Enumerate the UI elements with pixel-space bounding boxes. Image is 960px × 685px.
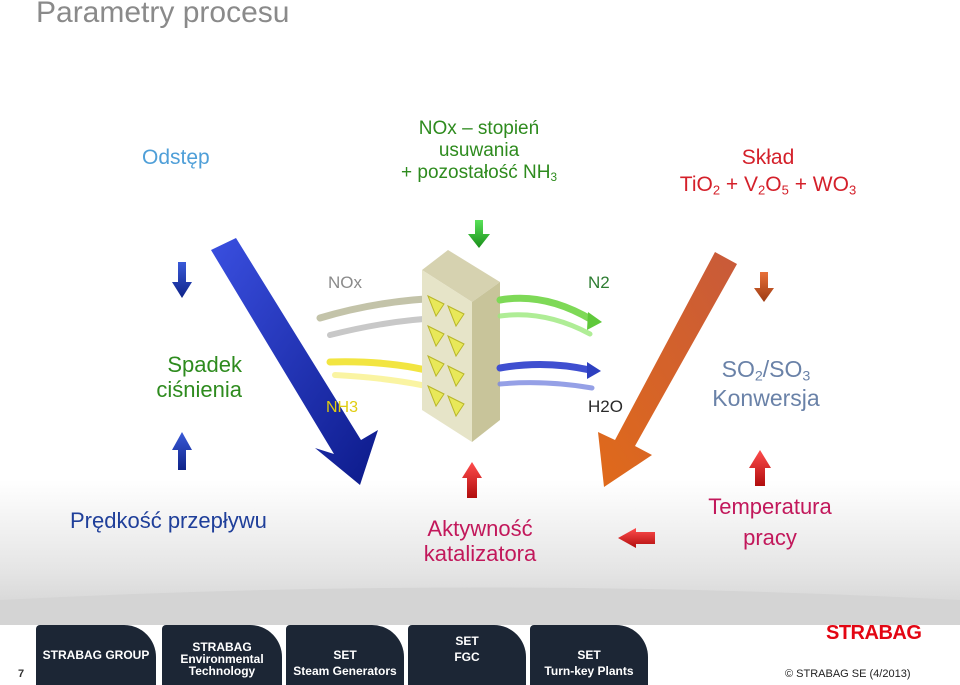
arrow-left-temperatura [618,528,655,548]
label-n2: N2 [588,273,610,292]
label-odstep: Odstęp [142,146,210,169]
label-sklad: Skład TiO2 + V2O5 + WO3 [679,146,857,198]
flue-gas-inlet-arrow [211,238,378,485]
label-spadek: Spadek ciśnienia [156,352,242,403]
footer-tab-fgc[interactable]: SET FGC [408,625,526,685]
strabag-logo: STRABAG [826,622,922,644]
label-aktywnosc: Aktywność katalizatora [423,516,537,567]
copyright: © STRABAG SE (4/2013) [785,668,911,680]
arrow-down-odstep [172,262,192,298]
footer-tab-strabag-group[interactable]: STRABAG GROUP [36,625,156,685]
floor-curve [0,587,960,625]
flue-gas-outlet-arrow [598,252,737,487]
label-so-conversion: SO2/SO3 Konwersja [712,356,820,411]
label-nh3: NH3 [326,399,358,416]
catalyst-block [422,250,500,442]
arrow-down-nox [468,220,490,248]
outgoing-flows [496,294,602,391]
label-h2o: H2O [588,397,623,416]
page-number: 7 [18,668,25,680]
label-predkosc: Prędkość przepływu [70,508,267,533]
label-nox-removal: NOx – stopień usuwania + pozostałość NH3 [401,118,557,184]
footer-tab-turnkey-plants[interactable]: SET Turn-key Plants [530,625,648,685]
arrow-up-spadek [172,432,192,470]
label-nox: NOx [328,273,363,292]
arrow-up-aktywnosc [462,462,482,498]
footer-tab-steam-generators[interactable]: SET Steam Generators [286,625,404,685]
catalyst-cells [427,294,465,418]
footer-tab-environmental-technology[interactable]: STRABAG Environmental Technology [162,625,282,685]
arrow-up-temperatura [749,450,771,486]
page-title: Parametry procesu [36,0,290,29]
label-temperatura: Temperatura pracy [708,494,832,551]
arrow-down-sklad [754,272,774,302]
